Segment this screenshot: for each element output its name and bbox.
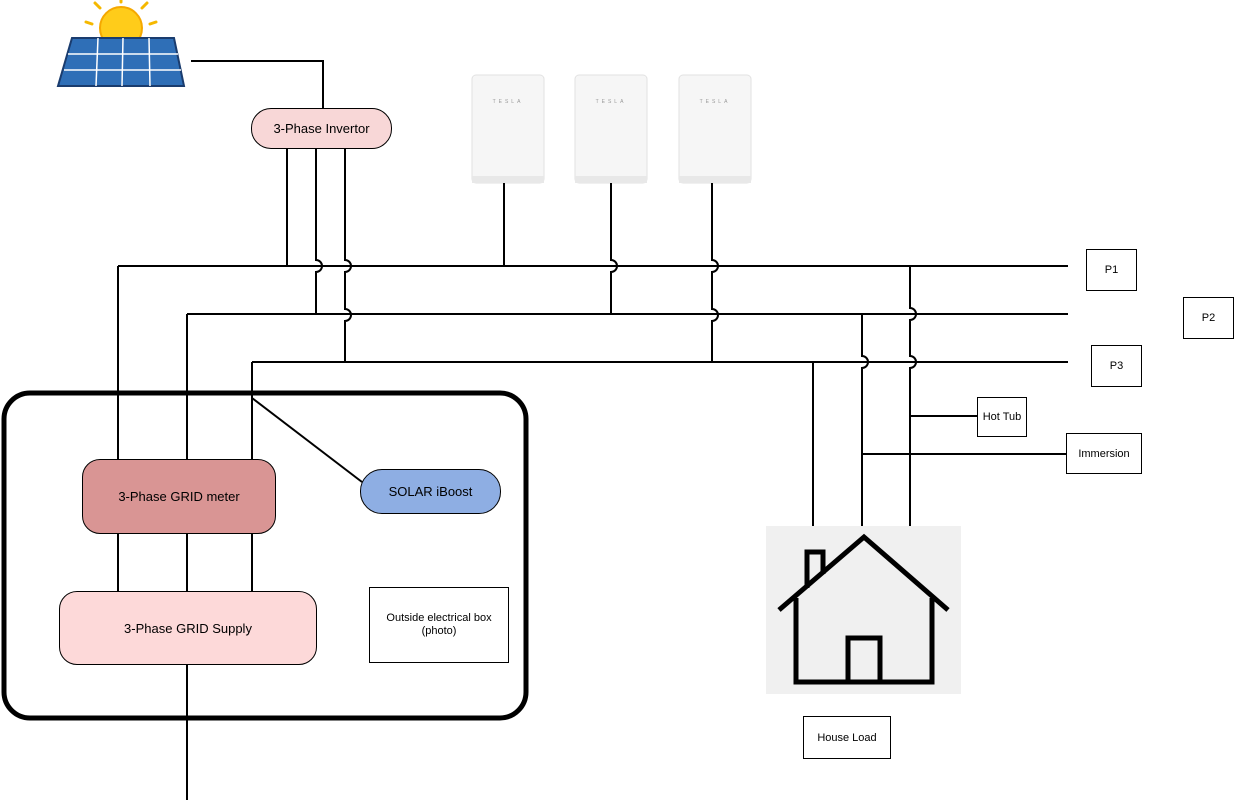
battery-2: TESLA xyxy=(574,74,648,184)
battery-1: TESLA xyxy=(471,74,545,184)
inverter-node: 3-Phase Invertor xyxy=(251,108,392,149)
hot-tub-label: Hot Tub xyxy=(977,397,1027,437)
phase-label-p3: P3 xyxy=(1091,345,1142,387)
wires xyxy=(117,60,1068,800)
grid-supply-node: 3-Phase GRID Supply xyxy=(59,591,317,665)
battery-1-brand: TESLA xyxy=(493,99,524,105)
phase-label-p1: P1 xyxy=(1086,249,1137,291)
solar-panel-icon xyxy=(56,0,186,87)
house-load-label: House Load xyxy=(803,716,891,759)
iboost-node: SOLAR iBoost xyxy=(360,469,501,514)
battery-2-brand: TESLA xyxy=(596,99,627,105)
outside-box-label: Outside electrical box (photo) xyxy=(369,587,509,663)
grid-meter-node: 3-Phase GRID meter xyxy=(82,459,276,534)
outside-enclosure xyxy=(1,390,529,721)
phase-label-p2: P2 xyxy=(1183,297,1234,339)
battery-3: TESLA xyxy=(678,74,752,184)
immersion-label: Immersion xyxy=(1066,433,1142,474)
battery-3-brand: TESLA xyxy=(700,99,731,105)
house-icon xyxy=(766,526,961,694)
